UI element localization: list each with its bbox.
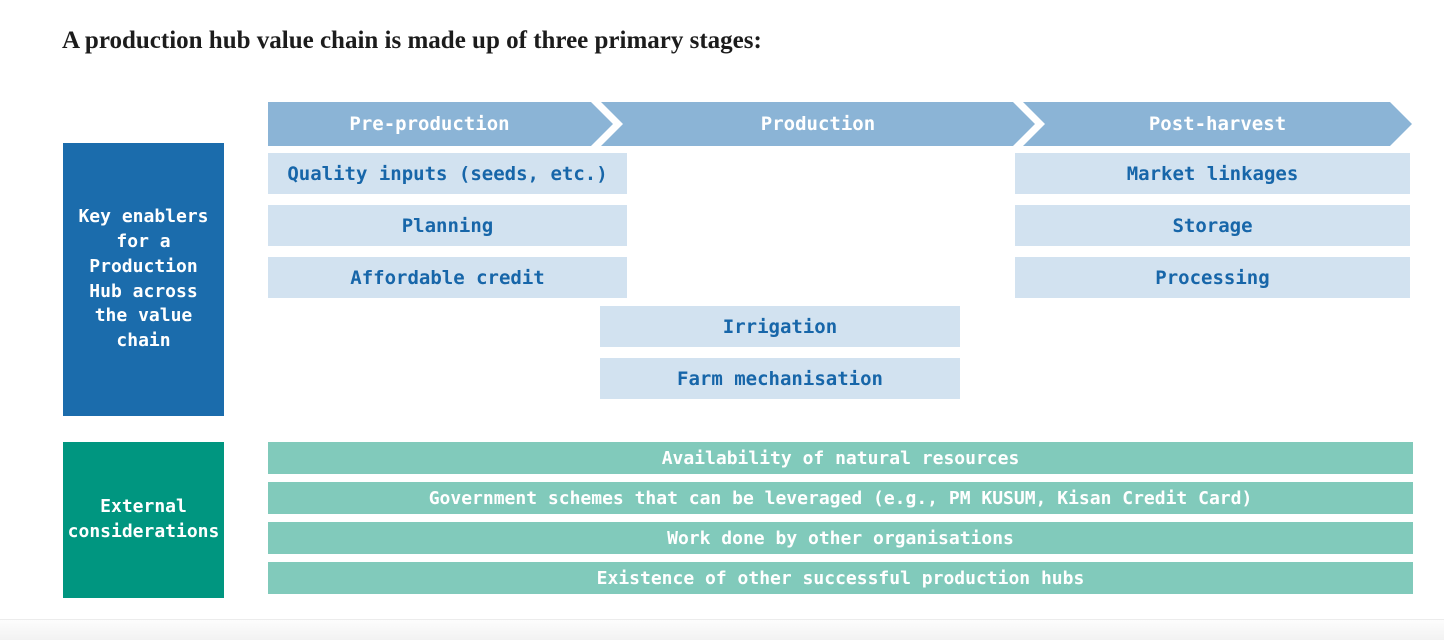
enabler-box-processing: Processing: [1015, 257, 1410, 298]
external-bar-other-organisations: Work done by other organisations: [268, 522, 1413, 554]
enabler-box-irrigation: Irrigation: [600, 306, 960, 347]
stage-label-pre-production: Pre-production: [349, 113, 510, 135]
enabler-box-storage: Storage: [1015, 205, 1410, 246]
enabler-box-affordable-credit: Affordable credit: [268, 257, 627, 298]
page-bottom-edge: [0, 619, 1444, 640]
enabler-box-market-linkages: Market linkages: [1015, 153, 1410, 194]
external-bar-natural-resources: Availability of natural resources: [268, 442, 1413, 474]
external-considerations-sidebar-label: External considerations: [67, 496, 220, 542]
stage-label-post-harvest: Post-harvest: [1148, 113, 1287, 135]
key-enablers-sidebar: Key enablers for a Production Hub across…: [63, 143, 224, 416]
page-title: A production hub value chain is made up …: [62, 27, 762, 54]
stage-arrow-pre-production: Pre-production: [268, 102, 613, 146]
stage-arrow-production: Production: [601, 102, 1035, 146]
enabler-box-farm-mechanisation: Farm mechanisation: [600, 358, 960, 399]
stage-label-production: Production: [760, 113, 876, 135]
external-bar-successful-hubs: Existence of other successful production…: [268, 562, 1413, 594]
key-enablers-sidebar-label: Key enablers for a Production Hub across…: [78, 206, 209, 352]
external-considerations-sidebar: External considerations: [63, 442, 224, 598]
enabler-box-planning: Planning: [268, 205, 627, 246]
stage-arrow-post-harvest: Post-harvest: [1023, 102, 1412, 146]
external-bar-government-schemes: Government schemes that can be leveraged…: [268, 482, 1413, 514]
enabler-box-quality-inputs: Quality inputs (seeds, etc.): [268, 153, 627, 194]
